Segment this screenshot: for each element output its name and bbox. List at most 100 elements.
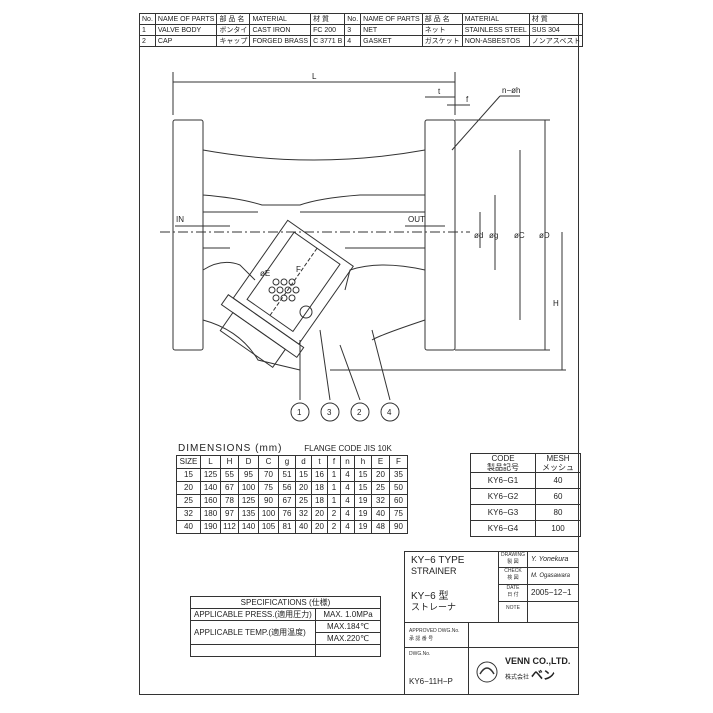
balloon	[320, 402, 340, 422]
strainer-chamber	[219, 219, 354, 369]
dimensions-title: DIMENSIONS (mm) FLANGE CODE JIS 10K	[178, 443, 392, 454]
specs-temp-label: APPLICABLE TEMP.(適用温度)	[190, 620, 316, 645]
title-block: KY−6 TYPE STRAINER KY−6 型 ストレーナ DRAWING …	[404, 551, 579, 695]
title-name-cell: KY−6 TYPE STRAINER KY−6 型 ストレーナ	[404, 551, 499, 623]
dim-cell: 112	[220, 520, 239, 534]
check-label-cell: CHECK 検 図	[498, 567, 528, 585]
body-top-arc	[202, 149, 426, 161]
dim-cell: 100	[238, 481, 259, 495]
dim-cell: 32	[371, 494, 390, 508]
dim-cell: 16	[311, 468, 328, 482]
screen-perforations	[268, 278, 313, 319]
parts-row: 2 CAP キャップ FORGED BRASS C 3771 B 4 GASKE…	[139, 35, 584, 47]
dimensions-row: 32 180 97 135 100 76 32 20 2 4 19 40 75	[176, 507, 408, 521]
note-label-cell: NOTE	[498, 601, 528, 623]
dim-cell: 25	[176, 494, 201, 508]
company-logo-text: ベン	[531, 668, 556, 682]
parts-header-row: No. NAME OF PARTS 部 品 名 MATERIAL 材 質 No.…	[139, 13, 584, 25]
parts-cell: 4	[344, 35, 362, 47]
flange-code-text: FLANGE CODE JIS 10K	[304, 444, 392, 453]
specs-empty-cell	[315, 644, 381, 657]
dim-cell: 15	[176, 468, 201, 482]
dim-cell: 1	[327, 481, 341, 495]
dwg-label: DWG.No.	[409, 651, 431, 657]
balloon-leader	[339, 344, 361, 401]
dim-cell: 18	[311, 481, 328, 495]
specs-row: APPLICABLE PRESS.(適用圧力) MAX. 1.0MPa	[190, 608, 381, 621]
dim-cell: 135	[238, 507, 259, 521]
balloon-number: 2	[357, 408, 362, 417]
dim-cell: 140	[238, 520, 259, 534]
parts-table: No. NAME OF PARTS 部 品 名 MATERIAL 材 質 No.…	[139, 13, 584, 47]
label-g: øg	[489, 231, 498, 240]
specs-temp-value: MAX.184℃	[315, 620, 381, 633]
date-label-cell: DATE 日 付	[498, 584, 528, 602]
specs-title-row: SPECIFICATIONS (仕様)	[190, 596, 381, 609]
dimensions-table: SIZE L H D C g d t f n h E F 15 125 55 9…	[176, 455, 408, 534]
dim-header: E	[371, 455, 390, 469]
dim-cell: 18	[311, 494, 328, 508]
mesh-header-text: MESH	[546, 454, 570, 463]
mesh-cell: 60	[535, 488, 581, 505]
code-cell: KY6−G1	[470, 472, 536, 489]
code-header-row: CODE 製品記号 MESH メッシュ	[470, 453, 581, 473]
balloon	[290, 402, 310, 422]
code-row: KY6−G1 40	[470, 472, 581, 489]
dim-cell: 60	[389, 494, 408, 508]
dim-header: SIZE	[176, 455, 201, 469]
dim-cell: 105	[258, 520, 279, 534]
dim-cell: 97	[220, 507, 239, 521]
note-value-cell	[527, 601, 579, 623]
code-cell: KY6−G2	[470, 488, 536, 505]
dim-cell: 19	[354, 520, 372, 534]
mesh-cell: 80	[535, 504, 581, 521]
parts-cell: NON-ASBESTOS	[461, 35, 530, 47]
type-jp: KY−6 型	[411, 591, 449, 602]
code-row: KY6−G4 100	[470, 520, 581, 537]
dim-cell: 48	[371, 520, 390, 534]
drawing-signature: Y. Yonekura	[527, 551, 579, 568]
dim-header: L	[200, 455, 221, 469]
dim-cell: 81	[278, 520, 296, 534]
dim-cell: 40	[176, 520, 201, 534]
balloon-leader	[371, 329, 391, 401]
code-mesh-table: CODE 製品記号 MESH メッシュ KY6−G1 40 KY6−G2 60 …	[470, 453, 581, 537]
approved-value-cell	[468, 622, 579, 648]
dim-cell: 32	[295, 507, 312, 521]
dim-cell: 76	[278, 507, 296, 521]
approved-label: APPROVED DWG.No.	[409, 628, 460, 634]
approved-label-cell: APPROVED DWG.No. 承 認 番 号	[404, 622, 469, 648]
specs-press-label: APPLICABLE PRESS.(適用圧力)	[190, 608, 316, 621]
chamber-centerline	[269, 247, 318, 316]
body-upper-wall	[202, 150, 426, 206]
parts-cell: 2	[139, 35, 156, 47]
parts-cell: CAP	[154, 35, 218, 47]
label-H: H	[553, 299, 559, 308]
code-row: KY6−G3 80	[470, 504, 581, 521]
specs-press-value: MAX. 1.0MPa	[315, 608, 381, 621]
dim-cell: 20	[371, 468, 390, 482]
dim-cell: 20	[311, 520, 328, 534]
code-cell: KY6−G3	[470, 504, 536, 521]
parts-cell: FORGED BRASS	[249, 35, 312, 47]
dim-cell: 190	[200, 520, 221, 534]
right-flange	[424, 119, 456, 351]
label-in: IN	[176, 215, 184, 224]
dim-cell: 4	[340, 468, 355, 482]
name-en: STRAINER	[411, 566, 457, 576]
parts-cell: GASKET	[360, 35, 423, 47]
date-label: DATE	[506, 585, 520, 591]
drawing-label-cell: DRAWING 製 図	[498, 551, 528, 568]
parts-cell: キャップ	[216, 35, 251, 47]
specs-row	[190, 644, 381, 657]
check-label: CHECK	[504, 568, 522, 574]
mesh-cell: 100	[535, 520, 581, 537]
dim-header: n	[340, 455, 355, 469]
dim-cell: 160	[200, 494, 221, 508]
label-C: øC	[514, 231, 525, 240]
dwg-number: KY6−11H−P	[409, 677, 453, 686]
balloon-number: 1	[297, 408, 302, 417]
dim-cell: 51	[278, 468, 296, 482]
dim-cell: 15	[295, 468, 312, 482]
